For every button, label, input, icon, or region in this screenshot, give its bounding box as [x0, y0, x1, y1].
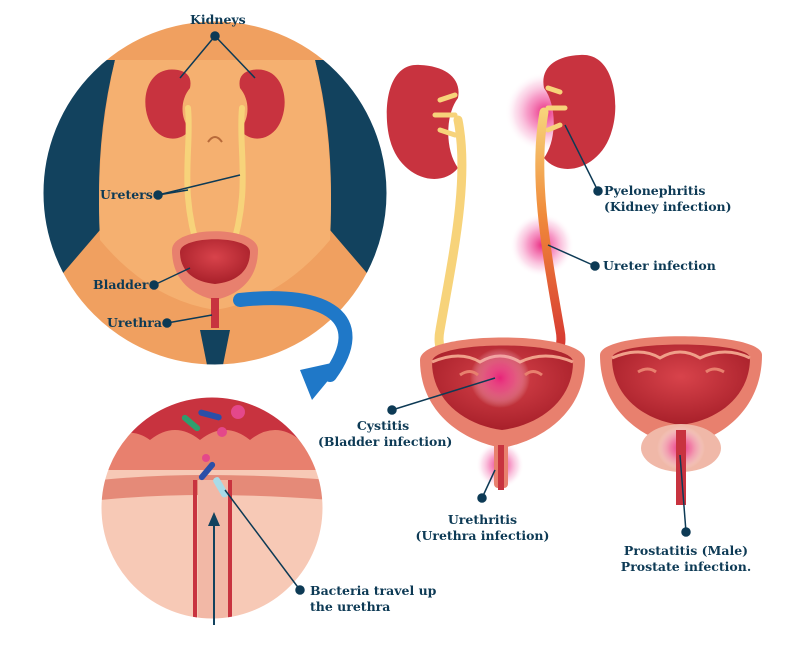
- bladder-small: [172, 231, 258, 328]
- label-ureters: Ureters: [100, 187, 153, 202]
- bacteria-subtitle: the urethra: [310, 599, 391, 614]
- label-bacteria: Bacteria travel up the urethra: [310, 583, 436, 615]
- kidney-left-large: [386, 64, 459, 179]
- cystitis-title: Cystitis: [356, 418, 410, 433]
- label-prostatitis: Prostatitis (Male) Prostate infection.: [620, 543, 752, 575]
- label-pyelonephritis: Pyelonephritis (Kidney infection): [604, 183, 732, 215]
- zoom-arrow: [233, 291, 353, 400]
- label-ureter-infection: Ureter infection: [603, 258, 716, 273]
- urethritis-subtitle: (Urethra infection): [415, 528, 550, 543]
- label-bladder: Bladder: [93, 277, 149, 292]
- urinary-tract-right: [386, 54, 762, 505]
- kidney-left: [145, 69, 191, 139]
- label-kidneys: Kidneys: [190, 12, 246, 27]
- label-urethritis: Urethritis (Urethra infection): [415, 512, 550, 544]
- label-urethra: Urethra: [107, 315, 162, 330]
- pyelonephritis-subtitle: (Kidney infection): [604, 199, 732, 214]
- male-bladder: [600, 336, 762, 505]
- pyelonephritis-title: Pyelonephritis: [604, 183, 706, 198]
- cystitis-subtitle: (Bladder infection): [318, 434, 453, 449]
- kidney-right: [239, 69, 285, 139]
- prostatitis-subtitle: Prostate infection.: [620, 559, 752, 574]
- label-cystitis: Cystitis (Bladder infection): [318, 418, 453, 450]
- prostatitis-title: Prostatitis (Male): [623, 543, 749, 558]
- urethritis-title: Urethritis: [447, 512, 518, 527]
- bladder-infection-glow: [470, 348, 530, 408]
- bacteria-title: Bacteria travel up: [310, 583, 437, 598]
- bacteria-zoom-circle: [98, 394, 326, 625]
- kidney-right-large: [543, 54, 616, 169]
